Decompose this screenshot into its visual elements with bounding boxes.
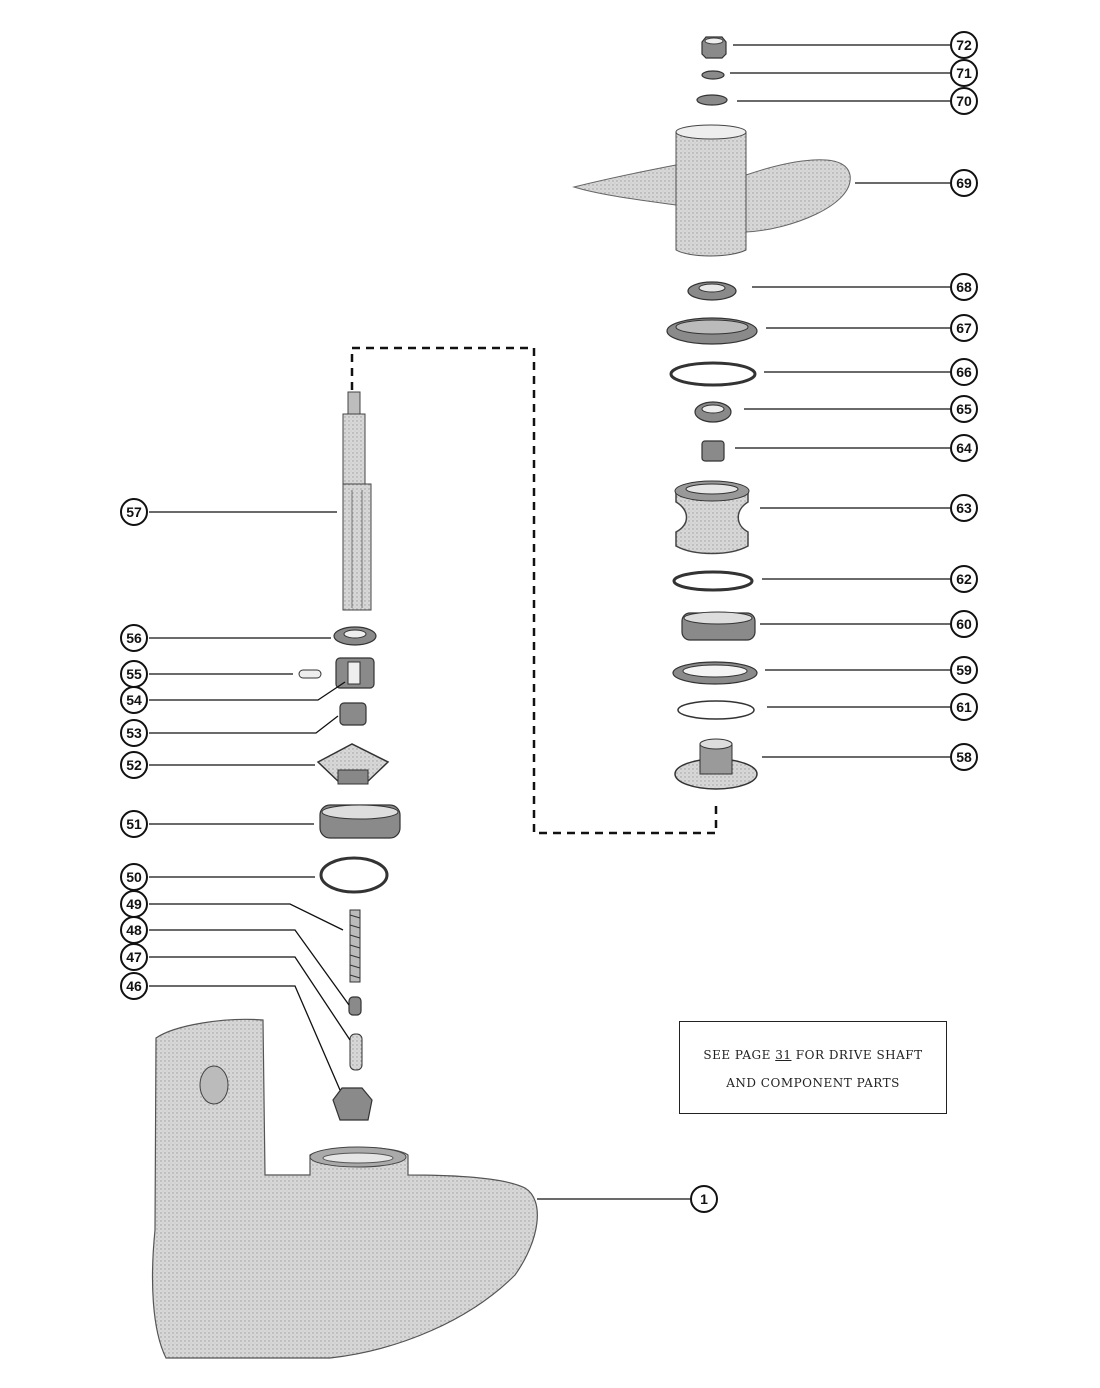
part-50-o-ring xyxy=(319,856,389,894)
callout-46: 46 xyxy=(120,972,148,1000)
part-67-bearing-carrier-cap xyxy=(666,317,758,345)
callout-68: 68 xyxy=(950,273,978,301)
svg-text:57: 57 xyxy=(126,504,142,520)
svg-text:1: 1 xyxy=(700,1191,708,1207)
note-page-number: 31 xyxy=(775,1048,792,1062)
part-46-nut xyxy=(332,1087,373,1121)
svg-text:61: 61 xyxy=(956,699,972,715)
part-61-shim xyxy=(677,700,755,720)
svg-text:69: 69 xyxy=(956,175,972,191)
callout-65: 65 xyxy=(950,395,978,423)
part-60-ball-bearing xyxy=(681,611,756,641)
part-69-propeller xyxy=(572,124,851,257)
svg-text:54: 54 xyxy=(126,692,142,708)
svg-text:66: 66 xyxy=(956,364,972,380)
part-54-clutch xyxy=(335,657,375,689)
svg-text:68: 68 xyxy=(956,279,972,295)
part-65-bearing xyxy=(694,401,732,423)
note-line-1-suffix: FOR DRIVE SHAFT xyxy=(791,1048,923,1062)
svg-text:63: 63 xyxy=(956,500,972,516)
part-49-spring xyxy=(349,909,361,983)
svg-text:48: 48 xyxy=(126,922,142,938)
callout-55: 55 xyxy=(120,660,148,688)
callout-67: 67 xyxy=(950,314,978,342)
part-62-o-ring xyxy=(672,570,754,592)
callout-62: 62 xyxy=(950,565,978,593)
svg-text:59: 59 xyxy=(956,662,972,678)
callout-61: 61 xyxy=(950,693,978,721)
part-55-pin xyxy=(298,669,322,679)
callout-50: 50 xyxy=(120,863,148,891)
note-line-2: AND COMPONENT PARTS xyxy=(726,1076,900,1090)
part-66-o-ring xyxy=(669,361,757,387)
callout-48: 48 xyxy=(120,916,148,944)
svg-text:58: 58 xyxy=(956,749,972,765)
svg-text:71: 71 xyxy=(956,65,972,81)
svg-text:62: 62 xyxy=(956,571,972,587)
part-59-thrust-washer xyxy=(672,661,758,685)
callout-71: 71 xyxy=(950,59,978,87)
part-72-nut xyxy=(701,36,727,59)
callout-70: 70 xyxy=(950,87,978,115)
leader-lines xyxy=(149,44,950,1200)
svg-text:72: 72 xyxy=(956,37,972,53)
note-line-1-prefix: SEE PAGE xyxy=(703,1048,776,1062)
part-71-washer xyxy=(701,70,725,80)
part-53-bearing xyxy=(339,702,367,726)
part-63-bearing-carrier xyxy=(674,480,750,555)
svg-text:47: 47 xyxy=(126,949,142,965)
callout-56: 56 xyxy=(120,624,148,652)
callout-72: 72 xyxy=(950,31,978,59)
callout-51: 51 xyxy=(120,810,148,838)
reference-note-box: SEE PAGE 31 FOR DRIVE SHAFT AND COMPONEN… xyxy=(679,1021,947,1114)
svg-text:56: 56 xyxy=(126,630,142,646)
svg-text:50: 50 xyxy=(126,869,142,885)
svg-text:60: 60 xyxy=(956,616,972,632)
callout-69: 69 xyxy=(950,169,978,197)
callout-58: 58 xyxy=(950,743,978,771)
svg-text:46: 46 xyxy=(126,978,142,994)
part-48-detent-pin xyxy=(348,996,362,1016)
part-64-needle-bearing xyxy=(701,440,725,462)
callout-53: 53 xyxy=(120,719,148,747)
callout-59: 59 xyxy=(950,656,978,684)
part-58-gear xyxy=(674,738,758,790)
callout-57: 57 xyxy=(120,498,148,526)
callout-49: 49 xyxy=(120,890,148,918)
callout-66: 66 xyxy=(950,358,978,386)
part-51-ball-bearing xyxy=(319,804,401,839)
svg-text:53: 53 xyxy=(126,725,142,741)
svg-text:65: 65 xyxy=(956,401,972,417)
callout-47: 47 xyxy=(120,943,148,971)
part-68-thrust-hub xyxy=(687,281,737,301)
part-47-pin xyxy=(349,1033,363,1071)
svg-text:52: 52 xyxy=(126,757,142,773)
svg-text:49: 49 xyxy=(126,896,142,912)
part-56-bearing-race xyxy=(333,626,377,646)
callout-54: 54 xyxy=(120,686,148,714)
part-1-gear-housing xyxy=(151,1018,538,1359)
svg-text:70: 70 xyxy=(956,93,972,109)
part-70-washer xyxy=(696,94,728,106)
part-57-propeller-shaft xyxy=(342,391,372,611)
svg-text:51: 51 xyxy=(126,816,142,832)
part-52-pinion-gear xyxy=(316,743,390,785)
svg-text:67: 67 xyxy=(956,320,972,336)
assembly-path-dashed-line xyxy=(350,346,718,835)
callout-52: 52 xyxy=(120,751,148,779)
note-line-1: SEE PAGE 31 FOR DRIVE SHAFT xyxy=(680,1048,946,1062)
callout-1: 1 xyxy=(690,1185,718,1213)
svg-text:64: 64 xyxy=(956,440,972,456)
callout-60: 60 xyxy=(950,610,978,638)
callout-64: 64 xyxy=(950,434,978,462)
callout-63: 63 xyxy=(950,494,978,522)
svg-text:55: 55 xyxy=(126,666,142,682)
